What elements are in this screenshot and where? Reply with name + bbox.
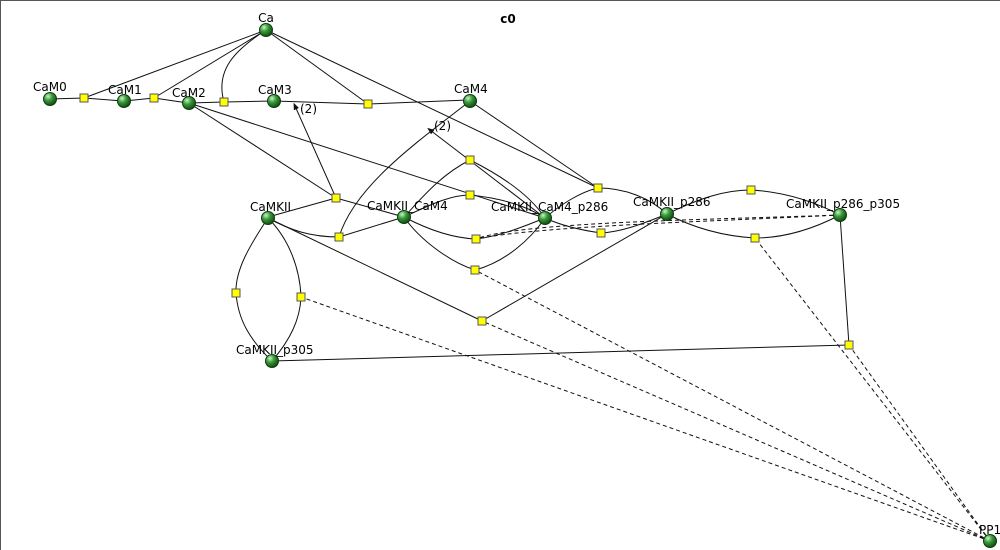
edge xyxy=(400,215,477,240)
reaction-node[interactable] xyxy=(596,228,606,238)
edge xyxy=(402,214,476,271)
edge xyxy=(267,217,343,240)
reaction-node[interactable] xyxy=(465,190,475,200)
edge xyxy=(750,189,844,217)
species-node-camkii-cam4[interactable] xyxy=(397,210,411,224)
edge xyxy=(264,216,483,322)
label-ca: Ca xyxy=(258,11,274,25)
reaction-node[interactable] xyxy=(331,193,341,203)
edge xyxy=(235,292,275,364)
species-node-camkii-p305[interactable] xyxy=(265,354,279,368)
reaction-node[interactable] xyxy=(465,155,475,165)
reaction-node[interactable] xyxy=(477,316,487,326)
edge xyxy=(220,29,267,106)
dashed-edge xyxy=(300,296,991,542)
dashed-edge xyxy=(475,214,841,240)
edge xyxy=(273,100,369,105)
reaction-node[interactable] xyxy=(363,99,373,109)
edge xyxy=(265,215,302,298)
label-camkii-cam4-p286: CaMKII_CaM4_p286 xyxy=(491,200,608,214)
label-cam2: CaM2 xyxy=(172,86,206,100)
stoichiometry-label: (2) xyxy=(434,119,451,133)
edge xyxy=(469,100,601,190)
edge xyxy=(265,29,371,107)
reaction-node[interactable] xyxy=(471,234,481,244)
reaction-node[interactable] xyxy=(149,93,159,103)
edge xyxy=(265,29,602,190)
dashed-edge xyxy=(848,344,991,542)
label-pp1: PP1 xyxy=(979,523,1000,537)
edge xyxy=(293,102,337,199)
species-labels: Ca CaM0 CaM1 CaM2 CaM3 CaM4 CaMKII CaMKI… xyxy=(33,11,1000,537)
species-node-camkii-p286-p305[interactable] xyxy=(833,208,847,222)
species-node-cam3[interactable] xyxy=(267,94,281,108)
label-camkii-cam4: CaMKII_CaM4 xyxy=(367,199,448,213)
reaction-node[interactable] xyxy=(750,233,760,243)
species-node-pp1[interactable] xyxy=(983,534,997,548)
edge xyxy=(271,293,304,362)
reaction-node[interactable] xyxy=(593,183,603,193)
dashed-edge xyxy=(754,237,991,542)
species-node-ca[interactable] xyxy=(259,23,273,37)
species-node-cam2[interactable] xyxy=(182,96,196,110)
edge xyxy=(188,102,546,219)
label-cam3: CaM3 xyxy=(258,83,292,97)
edge xyxy=(338,100,471,238)
label-camkii-p305: CaMKII_p305 xyxy=(236,343,314,357)
edge xyxy=(469,159,547,221)
reaction-node[interactable] xyxy=(219,97,229,107)
edge xyxy=(338,215,408,238)
dashed-edge xyxy=(475,214,841,240)
label-cam1: CaM1 xyxy=(108,83,142,97)
edge xyxy=(151,29,267,100)
edge xyxy=(223,98,276,104)
edge xyxy=(268,344,850,364)
species-node-cam1[interactable] xyxy=(117,94,131,108)
edge xyxy=(80,29,267,100)
catalyst-edges xyxy=(300,214,991,542)
dashed-edge xyxy=(474,269,991,542)
species-node-camkii-p286[interactable] xyxy=(660,207,674,221)
species-node-cam4[interactable] xyxy=(463,94,477,108)
reaction-node[interactable] xyxy=(231,288,241,298)
edge xyxy=(663,212,756,239)
label-camkii: CaMKII xyxy=(250,200,291,214)
reaction-node[interactable] xyxy=(334,232,344,242)
edge xyxy=(471,217,546,272)
edge xyxy=(403,192,474,218)
reaction-node[interactable] xyxy=(746,185,756,195)
edge xyxy=(188,102,339,200)
reaction-node[interactable] xyxy=(296,292,306,302)
reaction-node[interactable] xyxy=(844,340,854,350)
edge xyxy=(597,213,668,236)
edge xyxy=(839,214,852,349)
dashed-edge xyxy=(481,320,991,542)
edge xyxy=(666,187,755,215)
species-nodes xyxy=(43,23,997,548)
label-cam4: CaM4 xyxy=(454,82,488,96)
reaction-node[interactable] xyxy=(470,265,480,275)
reactions xyxy=(79,93,854,350)
edge xyxy=(233,217,269,297)
species-node-cam0[interactable] xyxy=(43,92,57,106)
stoichiometry-label: (2) xyxy=(300,102,317,116)
label-camkii-p286: CaMKII_p286 xyxy=(633,195,711,209)
diagram-title: c0 xyxy=(500,12,515,26)
edge xyxy=(427,127,546,219)
edge xyxy=(264,197,337,219)
edge xyxy=(332,196,405,218)
edge xyxy=(478,213,668,323)
edge xyxy=(403,158,474,218)
species-node-camkii-cam4-p286[interactable] xyxy=(538,211,552,225)
edge xyxy=(472,217,546,242)
label-camkii-p286-p305: CaMKII_p286_p305 xyxy=(786,197,900,211)
reaction-edges xyxy=(49,29,852,364)
reaction-node[interactable] xyxy=(79,93,89,103)
edge xyxy=(751,214,841,241)
species-node-camkii[interactable] xyxy=(261,211,275,225)
edge xyxy=(83,97,127,104)
label-cam0: CaM0 xyxy=(33,80,67,94)
